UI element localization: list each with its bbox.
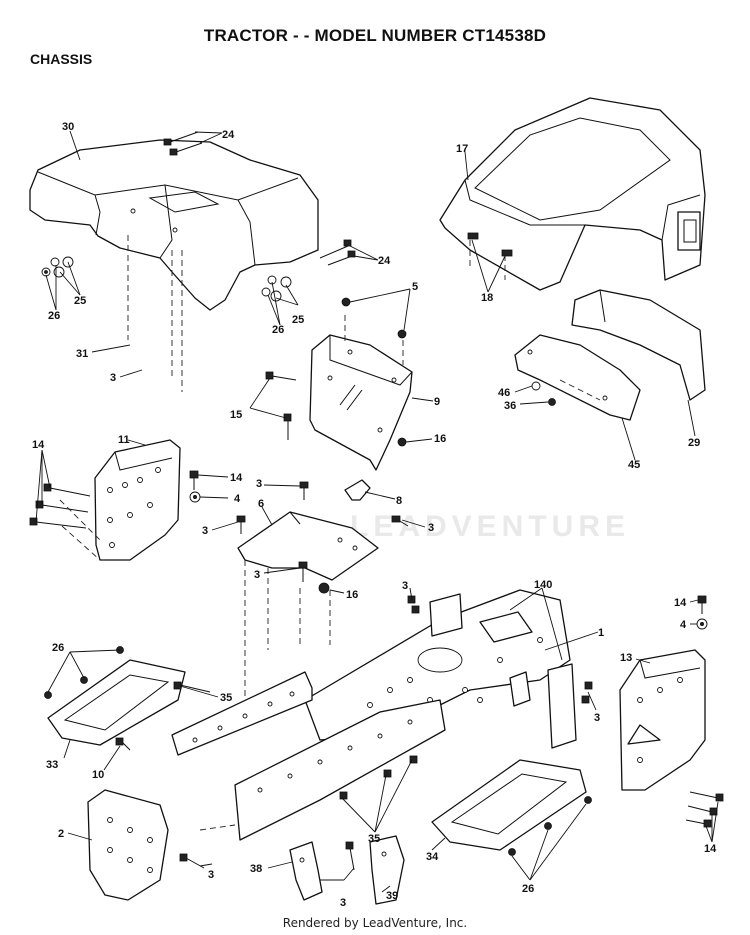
callout-4: 4 (234, 493, 241, 505)
part-45-lower-panel (514, 334, 641, 421)
alignment-lines (59, 235, 601, 831)
callout-36: 36 (504, 400, 516, 412)
part-9-firewall (309, 334, 413, 471)
callout-3: 3 (428, 522, 434, 534)
callout-14: 14 (674, 597, 687, 609)
callout-10: 10 (92, 769, 104, 781)
nut-16-lower (318, 582, 330, 594)
callout-3: 3 (254, 569, 260, 581)
bolt-24-upper (163, 131, 203, 156)
frame-rail-left (171, 671, 313, 756)
part-140-bracket (429, 593, 577, 749)
callout-5: 5 (412, 281, 418, 293)
callout-46: 46 (498, 387, 510, 399)
bolt-14-washer-4-right (696, 595, 708, 630)
callout-13: 13 (620, 652, 632, 664)
callout-39: 39 (386, 890, 398, 902)
bolts-14-left (29, 483, 91, 529)
callout-2: 2 (58, 828, 64, 840)
bolt-3-center-bottom (345, 841, 355, 871)
callout-14: 14 (230, 472, 243, 484)
callout-26: 26 (272, 324, 284, 336)
hardware-46-36 (531, 381, 556, 406)
part-30-rear-fender (29, 139, 319, 311)
callout-11: 11 (118, 434, 130, 446)
callout-30: 30 (62, 121, 74, 133)
callout-34: 34 (426, 851, 439, 863)
callout-17: 17 (456, 143, 468, 155)
callout-3: 3 (256, 478, 262, 490)
hardware-25-26-right (261, 275, 292, 302)
callout-8: 8 (396, 495, 402, 507)
part-2-front-plate (87, 789, 169, 901)
part-11-left-panel (94, 439, 181, 561)
watermark-text: LEADVENTURE (350, 510, 631, 543)
callout-3: 3 (402, 580, 408, 592)
callout-33: 33 (46, 759, 58, 771)
callout-3: 3 (594, 712, 600, 724)
bolt-10 (115, 737, 131, 751)
callout-3: 3 (340, 897, 346, 909)
part-17-hood (439, 97, 706, 291)
part-1-main-frame (304, 589, 571, 741)
callout-6: 6 (258, 498, 264, 510)
part-13-right-panel (619, 649, 706, 791)
callout-31: 31 (76, 348, 88, 360)
section-label: CHASSIS (30, 51, 93, 67)
bolts-3-center (236, 481, 409, 582)
callout-14: 14 (704, 843, 717, 855)
callout-26: 26 (52, 642, 64, 654)
callout-29: 29 (688, 437, 700, 449)
callout-3: 3 (202, 525, 208, 537)
bolt-24-lower (319, 239, 356, 266)
nut-5 (341, 297, 407, 339)
leader-lines (35, 130, 719, 893)
part-33-left-footrest (44, 646, 186, 746)
callout-18: 18 (481, 292, 493, 304)
part-29-dash-shroud (571, 289, 706, 401)
callout-45: 45 (628, 459, 640, 471)
callout-26: 26 (522, 883, 534, 895)
part-34-right-footrest (431, 759, 592, 856)
bolt-35-left (173, 681, 211, 693)
callout-35: 35 (368, 833, 380, 845)
callout-25: 25 (292, 314, 304, 326)
callout-1: 1 (598, 627, 604, 639)
callout-24: 24 (378, 255, 391, 267)
frame-rail-right (234, 699, 446, 841)
callout-3: 3 (208, 869, 214, 881)
callout-140: 140 (534, 579, 552, 591)
callout-25: 25 (74, 295, 86, 307)
callout-26: 26 (48, 310, 60, 322)
callout-16: 16 (434, 433, 446, 445)
part-39-bracket (369, 835, 405, 905)
clip-8 (344, 479, 371, 501)
callout-15: 15 (230, 409, 242, 421)
part-38-bracket (289, 841, 323, 901)
callout-14: 14 (32, 439, 45, 451)
callout-16: 16 (346, 589, 358, 601)
callout-labels: 30 24 24 17 18 25 26 26 25 5 31 3 46 36 … (32, 121, 717, 909)
callout-3: 3 (110, 372, 116, 384)
footer-credit: Rendered by LeadVenture, Inc. (282, 916, 468, 930)
bolt-3-front (179, 853, 205, 869)
part-6-floor-plate (237, 511, 379, 581)
hardware-25-26-left (41, 256, 74, 278)
callout-24: 24 (222, 129, 235, 141)
callout-35: 35 (220, 692, 232, 704)
callout-9: 9 (434, 396, 440, 408)
bolt-14-washer-4 (189, 470, 201, 503)
diagram-title: TRACTOR - - MODEL NUMBER CT14538D (203, 26, 547, 45)
callout-38: 38 (250, 863, 262, 875)
bolts-14-right (685, 791, 724, 828)
callout-4: 4 (680, 619, 687, 631)
bolt-15 (265, 371, 297, 440)
nut-16-upper (397, 437, 407, 447)
